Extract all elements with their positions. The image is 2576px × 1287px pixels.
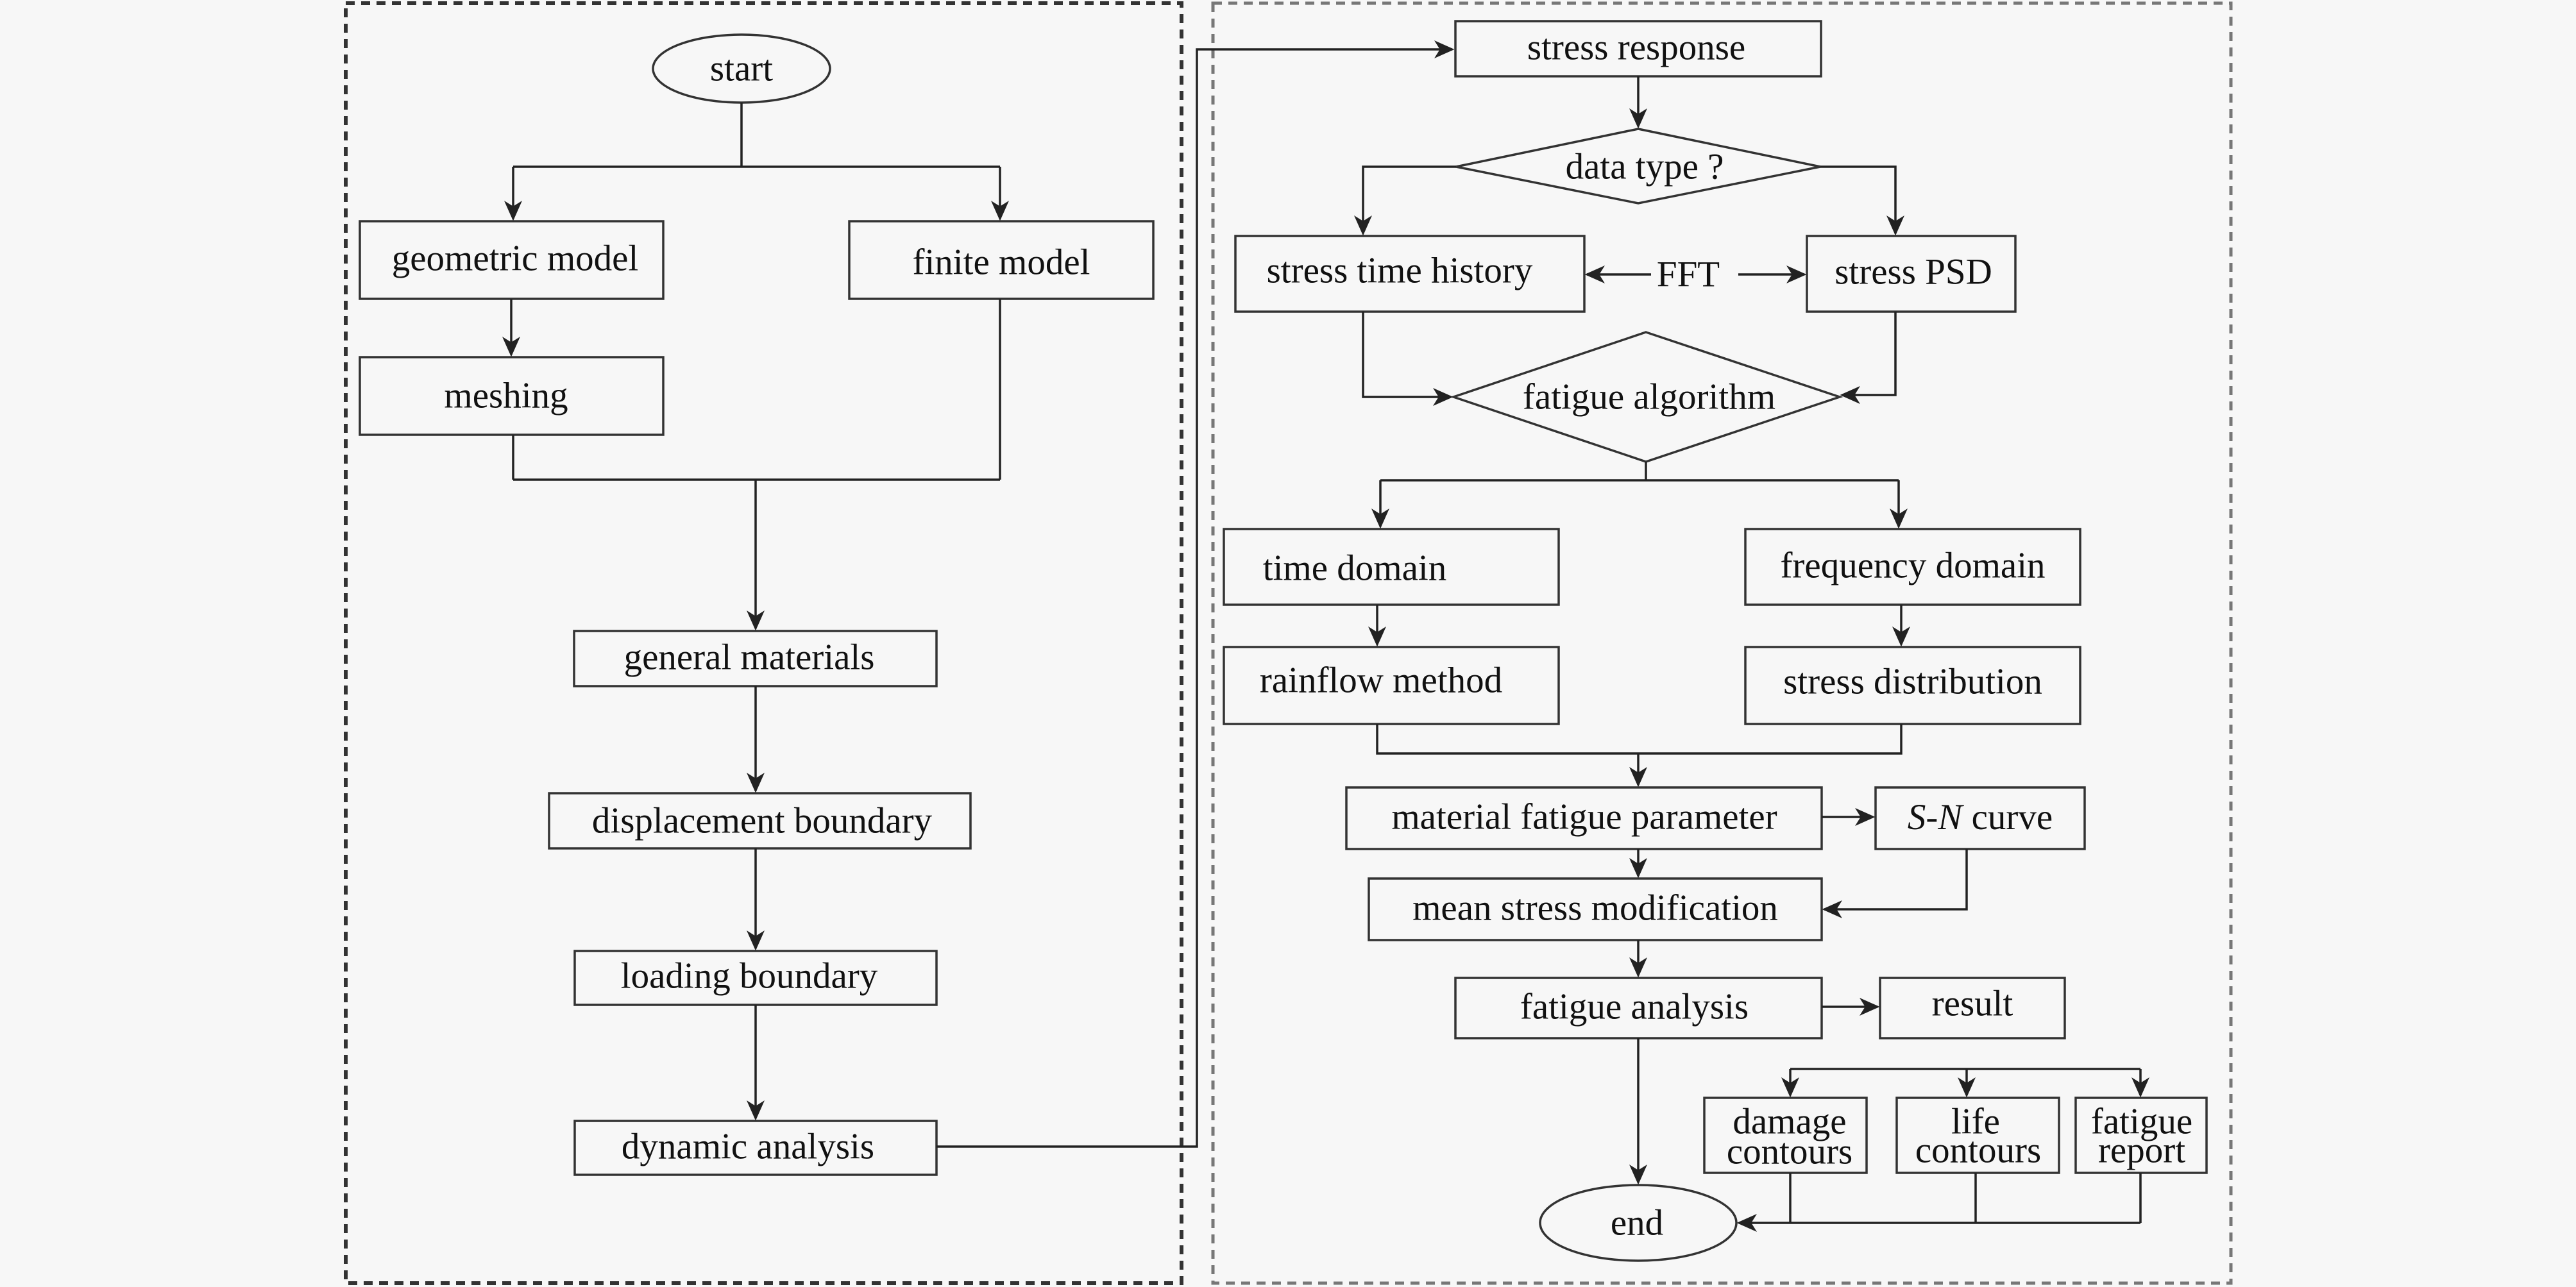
left-dashed-frame: [344, 1, 1183, 1285]
node-damage-contours-line1: damage: [1733, 1102, 1846, 1142]
node-meshing-label: meshing: [444, 376, 568, 416]
node-fatigue-algorithm-decision: fatigue algorithm: [1450, 331, 1843, 463]
node-material-fatigue-parameter-label: material fatigue parameter: [1391, 797, 1777, 837]
node-dynamic-analysis-label: dynamic analysis: [622, 1127, 874, 1167]
node-life-contours-line1: life: [1951, 1102, 2000, 1142]
node-sn-curve: S-N curve: [1874, 786, 2086, 850]
left-panel-connectors: [502, 40, 1455, 1148]
node-damage-contours: damage contours: [1703, 1097, 1868, 1174]
node-data-type-label: data type ?: [1566, 147, 1724, 187]
node-damage-contours-line2: contours: [1727, 1132, 1852, 1172]
node-end: end: [1539, 1184, 1738, 1262]
node-dynamic-analysis: dynamic analysis: [573, 1120, 938, 1176]
node-finite-model: finite model: [848, 220, 1155, 300]
node-frequency-domain-label: frequency domain: [1780, 546, 2045, 586]
node-sn-curve-label: S-N curve: [1908, 797, 2053, 837]
node-time-domain: time domain: [1223, 528, 1560, 606]
node-fatigue-algorithm-label: fatigue algorithm: [1523, 377, 1775, 417]
node-life-contours-line2: contours: [1915, 1131, 2041, 1171]
node-fatigue-analysis: fatigue analysis: [1454, 977, 1823, 1039]
node-stress-time-history: stress time history: [1234, 235, 1586, 313]
node-meshing: meshing: [359, 356, 665, 436]
node-mean-stress-modification-label: mean stress modification: [1412, 888, 1778, 929]
node-stress-psd-label: stress PSD: [1835, 252, 1992, 292]
node-stress-response-label: stress response: [1527, 28, 1745, 68]
node-stress-distribution: stress distribution: [1744, 646, 2081, 725]
node-stress-response: stress response: [1454, 20, 1822, 78]
node-geometric-model: geometric model: [359, 220, 665, 300]
node-rainflow-method-label: rainflow method: [1260, 660, 1502, 701]
right-dashed-frame: [1211, 1, 2233, 1285]
node-stress-distribution-label: stress distribution: [1783, 662, 2042, 702]
node-fatigue-analysis-label: fatigue analysis: [1520, 987, 1749, 1027]
node-result: result: [1879, 977, 2066, 1039]
node-fatigue-report-line1: fatigue: [2091, 1102, 2192, 1142]
node-data-type-decision: data type ?: [1455, 128, 1821, 205]
sn-curve-rest: curve: [1962, 797, 2053, 837]
node-geometric-model-label: geometric model: [392, 239, 639, 279]
node-general-materials-label: general materials: [624, 637, 875, 678]
node-fatigue-report: fatigue report: [2074, 1097, 2208, 1174]
right-panel-connectors: [1354, 76, 2149, 1232]
node-displacement-boundary-label: displacement boundary: [592, 801, 933, 841]
node-fatigue-report-line2: report: [2098, 1131, 2185, 1171]
node-material-fatigue-parameter: material fatigue parameter: [1345, 786, 1823, 850]
node-result-label: result: [1932, 984, 2013, 1024]
node-mean-stress-modification: mean stress modification: [1368, 877, 1823, 941]
node-finite-model-label: finite model: [912, 242, 1090, 283]
node-start: start: [652, 33, 831, 104]
sn-curve-s: S: [1908, 797, 1926, 837]
node-start-label: start: [710, 49, 773, 89]
node-general-materials: general materials: [573, 630, 938, 687]
node-rainflow-method: rainflow method: [1223, 646, 1560, 725]
node-loading-boundary: loading boundary: [573, 950, 938, 1006]
node-life-contours: life contours: [1895, 1097, 2060, 1174]
node-stress-psd: stress PSD: [1806, 235, 2017, 313]
fft-label: FFT: [1657, 255, 1720, 295]
node-stress-time-history-label: stress time history: [1267, 251, 1533, 291]
sn-curve-n: N: [1937, 797, 1964, 837]
node-time-domain-label: time domain: [1263, 548, 1447, 589]
node-displacement-boundary: displacement boundary: [548, 792, 972, 850]
node-loading-boundary-label: loading boundary: [621, 956, 878, 997]
node-end-label: end: [1611, 1203, 1663, 1243]
node-frequency-domain: frequency domain: [1744, 528, 2081, 606]
sn-curve-dash: -: [1926, 797, 1938, 837]
